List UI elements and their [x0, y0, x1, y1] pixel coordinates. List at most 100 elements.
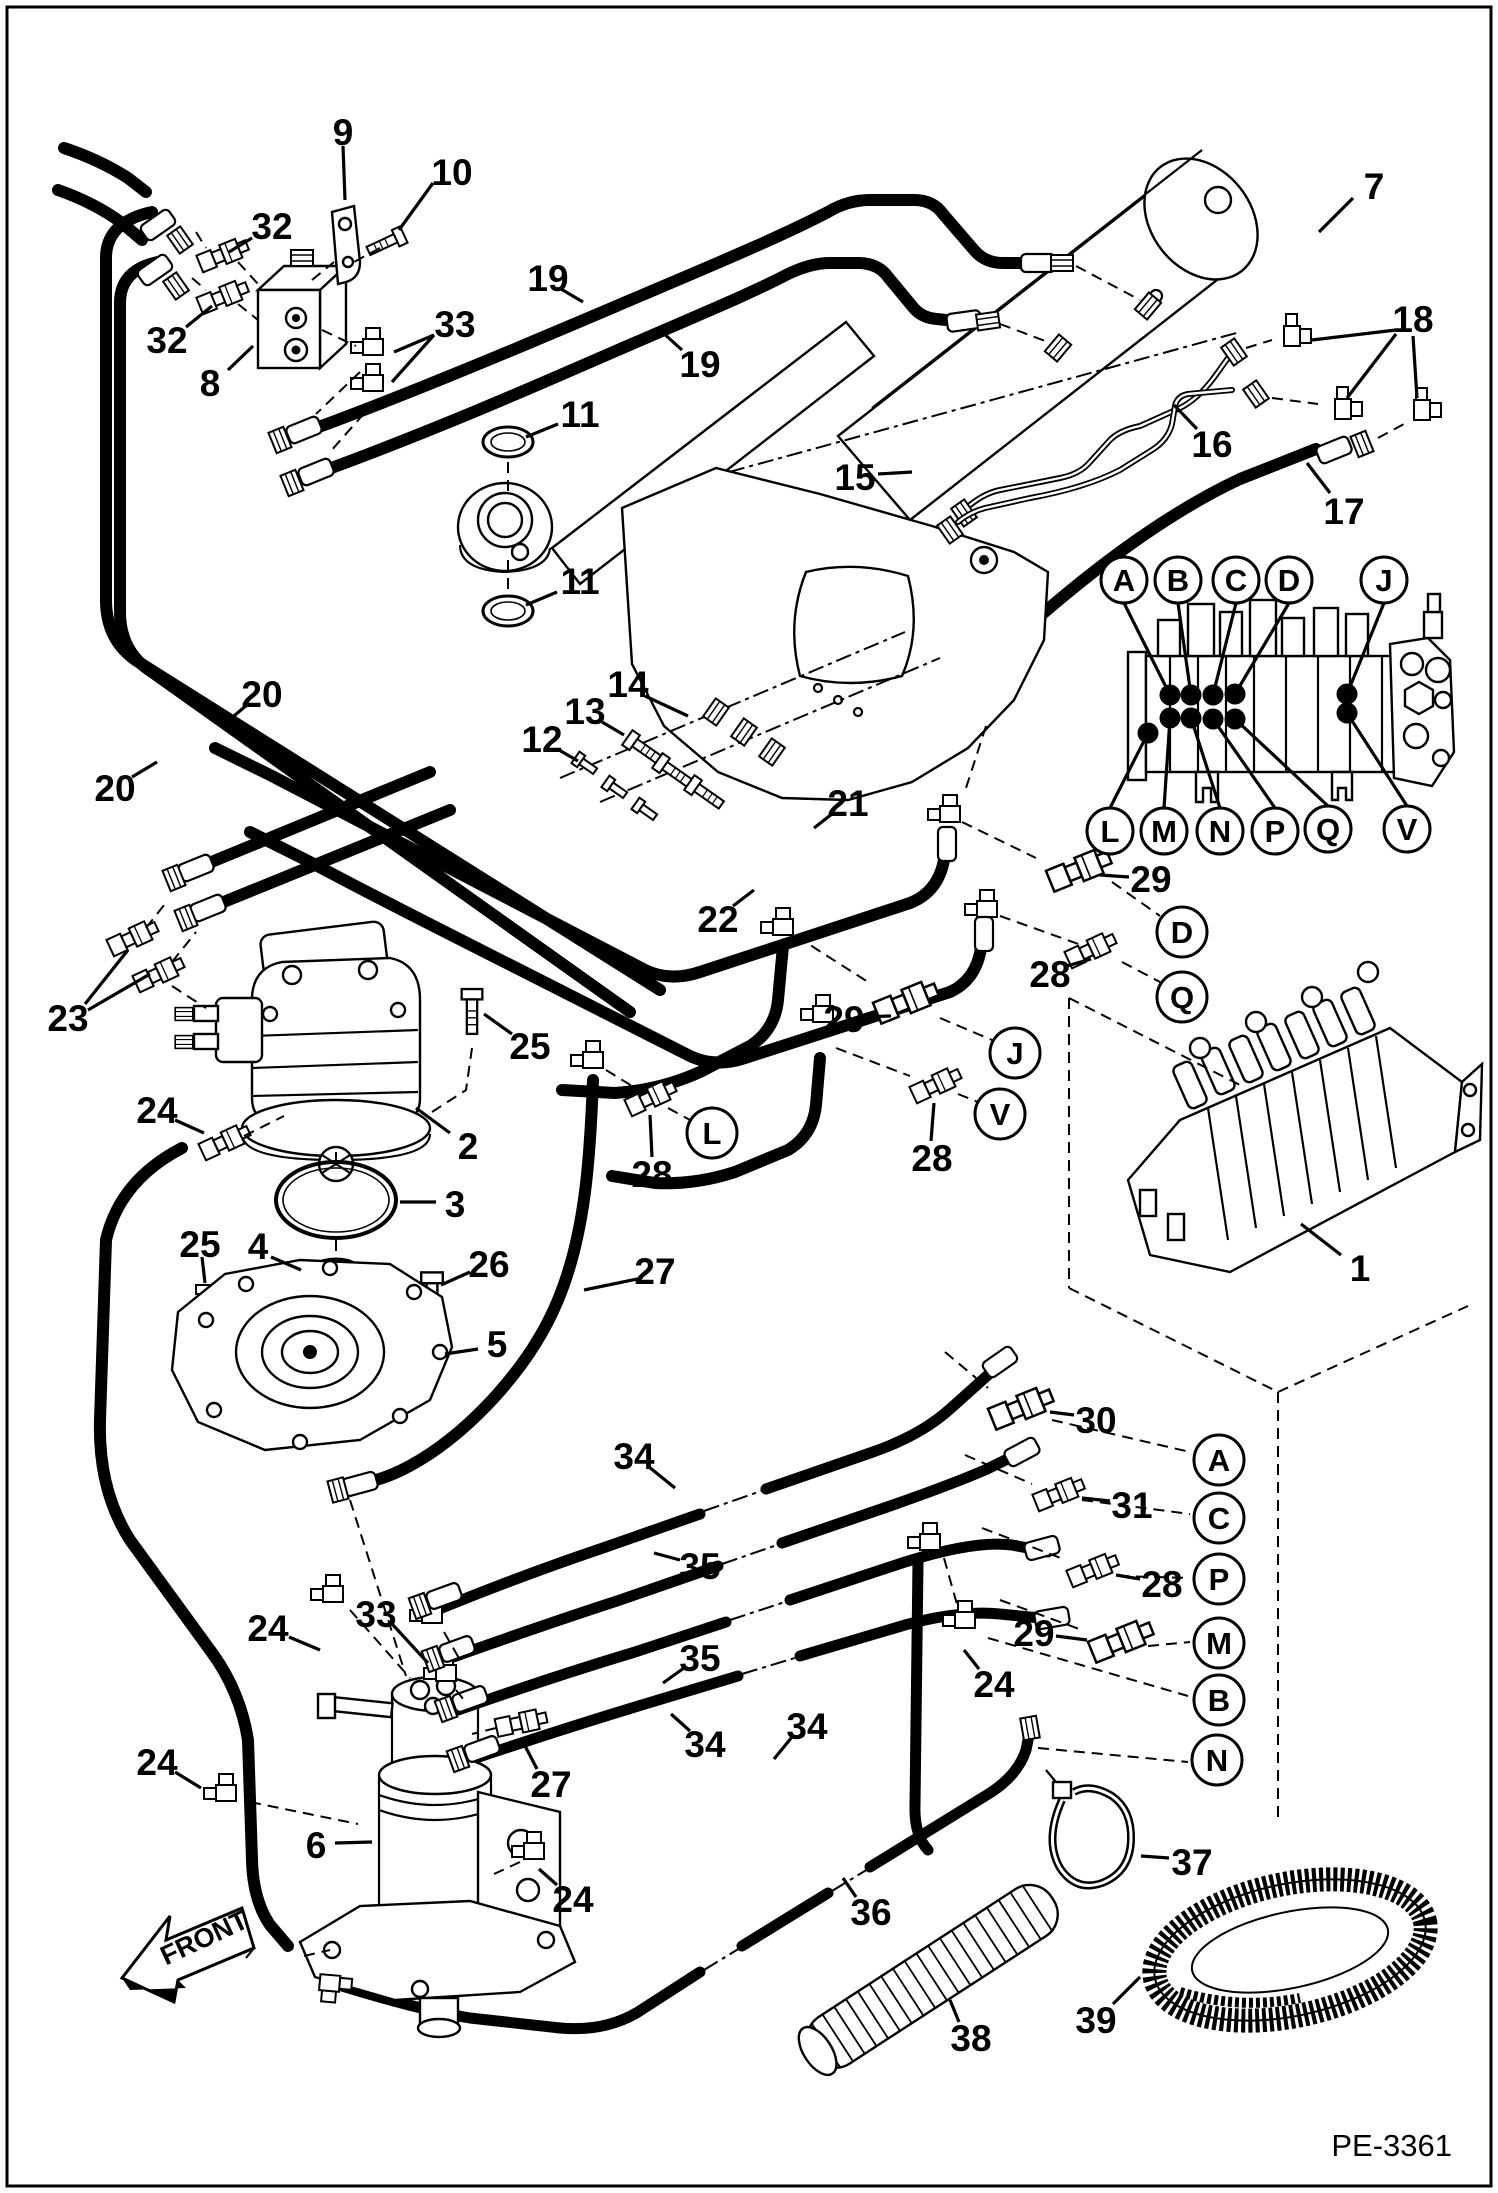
- letter-circle-V: [973, 1087, 1027, 1141]
- leader-lines: [83, 145, 1419, 2023]
- leader-line: [391, 1623, 430, 1665]
- letter-circle-N: [1190, 1733, 1244, 1787]
- part-number-28: 28: [911, 1138, 952, 1179]
- part-number-9: 9: [333, 112, 354, 153]
- port-letter-J: J: [1006, 1036, 1023, 1071]
- port-dot-M: [1159, 707, 1181, 729]
- leader-line: [653, 1551, 681, 1562]
- part-number-28: 28: [1141, 1564, 1182, 1605]
- leader-line: [174, 1118, 205, 1135]
- part-number-29: 29: [1130, 859, 1171, 900]
- leader-line: [174, 1770, 202, 1790]
- swing-motor: [105, 852, 484, 1325]
- part-number-29: 29: [1013, 1613, 1054, 1654]
- part-number-29: 29: [823, 999, 864, 1040]
- part-number-33: 33: [355, 1594, 396, 1635]
- letter-circle-B: [1153, 555, 1203, 605]
- hose-35a-seg1: [439, 1560, 724, 1666]
- hose-21: [209, 742, 950, 983]
- hose-motor-stub-2: [198, 804, 456, 916]
- mount-bracket-plate: [559, 466, 1050, 824]
- hose-left-return: [93, 1142, 294, 1952]
- hose-stub-top-1: [58, 142, 152, 198]
- letter-circle-D: [1264, 555, 1314, 605]
- leader-line: [644, 694, 689, 718]
- part-number-4: 4: [248, 1226, 269, 1267]
- part-number-32: 32: [146, 320, 187, 361]
- hose-20-b: [114, 256, 636, 1018]
- leader-line: [415, 1106, 451, 1135]
- leader-line: [288, 1635, 321, 1652]
- leader-line: [1317, 196, 1355, 234]
- part-number-16: 16: [1191, 424, 1232, 465]
- letter-circle-B: [1192, 1673, 1246, 1727]
- leader-line: [583, 1277, 638, 1292]
- port-letter-L: L: [1101, 814, 1120, 849]
- leader-line: [537, 1867, 559, 1887]
- part-number-8: 8: [200, 363, 221, 404]
- bolt-25-right: [460, 987, 484, 1036]
- hose-22: [244, 826, 987, 1069]
- port-letter-D: D: [1278, 563, 1300, 598]
- leader-line: [732, 888, 755, 908]
- hose-36-seg2: [736, 1887, 834, 1952]
- port-letter-A: A: [1208, 1443, 1230, 1478]
- letter-circle-Q: [1303, 804, 1353, 854]
- part-number-11: 11: [560, 561, 599, 602]
- cable-tie: [1045, 1769, 1136, 1890]
- port-leader-A: [1122, 602, 1172, 696]
- letter-circle-C: [1211, 555, 1261, 605]
- leader-line: [1115, 1573, 1141, 1581]
- port-dot-C: [1202, 684, 1224, 706]
- leader-line: [560, 287, 584, 304]
- port-letter-C: C: [1208, 1501, 1230, 1536]
- leader-line: [521, 1741, 539, 1770]
- part-number-20: 20: [241, 674, 282, 715]
- valve-port-diagram: [1126, 592, 1456, 804]
- port-letter-N: N: [1209, 814, 1231, 849]
- part-number-23: 23: [47, 998, 88, 1039]
- part-number-13: 13: [564, 691, 605, 732]
- part-number-6: 6: [306, 1825, 327, 1866]
- leader-line: [1099, 873, 1130, 879]
- port-dot-B: [1180, 684, 1202, 706]
- leader-line: [131, 760, 158, 779]
- leader-line: [662, 1666, 685, 1685]
- letter-circle-Q: [1155, 970, 1209, 1024]
- port-letter-V: V: [990, 1097, 1011, 1132]
- port-letter-L: L: [703, 1116, 722, 1151]
- part-number-19: 19: [527, 258, 568, 299]
- leader-line: [1300, 1222, 1342, 1257]
- leader-line: [948, 1999, 961, 2023]
- leader-line: [184, 304, 214, 329]
- wire-wrap-coil: [1142, 1867, 1438, 2033]
- hose-36-seg1: [336, 1966, 706, 2035]
- port-leader-J: [1345, 602, 1386, 695]
- part-number-30: 30: [1075, 1400, 1116, 1441]
- port-letter-P: P: [1265, 814, 1286, 849]
- leader-line: [861, 1014, 892, 1019]
- leader-line: [334, 1840, 373, 1845]
- part-number-24: 24: [136, 1090, 178, 1131]
- leader-line: [647, 1465, 677, 1490]
- port-dot-L: [1137, 722, 1159, 744]
- leader-line: [341, 145, 347, 201]
- leader-line: [772, 1735, 794, 1761]
- letter-circle-M: [1192, 1616, 1246, 1670]
- part-number-24: 24: [973, 1664, 1015, 1705]
- relief-valve-block: [134, 204, 409, 498]
- letter-circle-N: [1195, 806, 1245, 856]
- leader-line: [558, 748, 579, 763]
- port-dot-P: [1202, 708, 1224, 730]
- leader-line: [601, 720, 625, 737]
- leader-line: [83, 949, 130, 1005]
- hose-34a-seg1: [426, 1508, 706, 1618]
- port-letter-P: P: [1209, 1562, 1230, 1597]
- part-number-25: 25: [179, 1224, 220, 1265]
- hose-27: [362, 1074, 599, 1488]
- leader-line: [962, 1649, 981, 1670]
- port-dot-A: [1159, 684, 1181, 706]
- part-number-34: 34: [786, 1706, 828, 1747]
- motor-housing: [170, 1258, 454, 1452]
